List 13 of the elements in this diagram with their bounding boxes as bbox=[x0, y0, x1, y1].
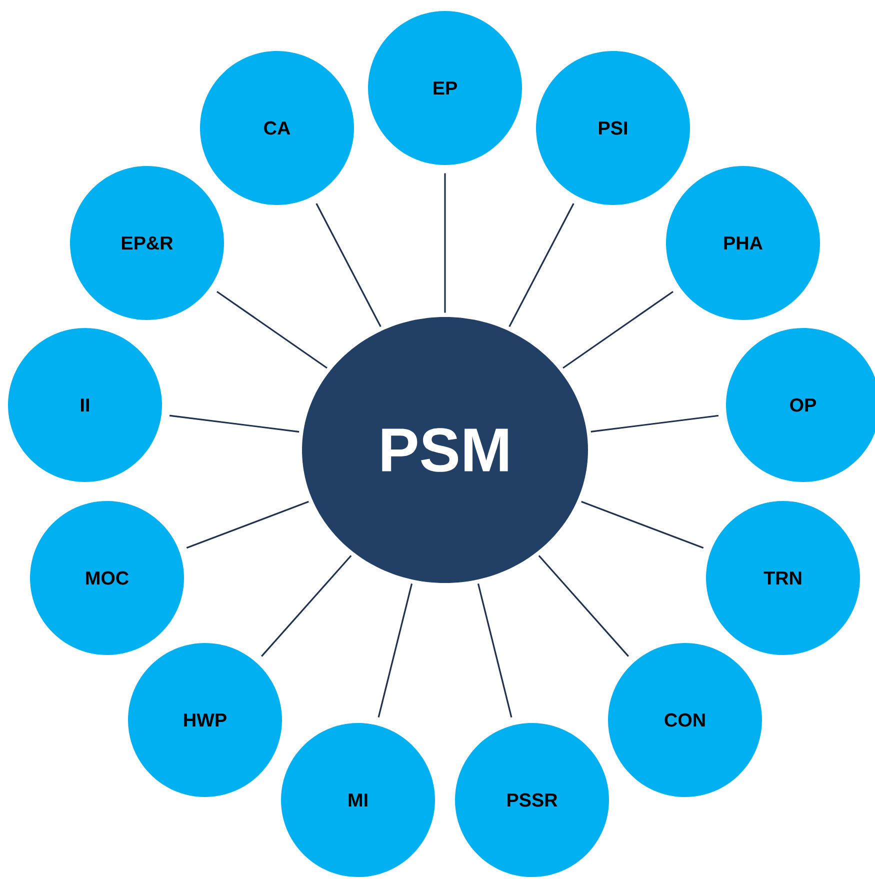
connector-line bbox=[186, 500, 309, 549]
connector-line bbox=[590, 414, 719, 432]
connector-line bbox=[378, 583, 413, 718]
connector-line bbox=[508, 203, 574, 327]
connector-line bbox=[581, 500, 704, 549]
connector-line bbox=[316, 203, 382, 327]
connector-line bbox=[538, 555, 629, 657]
connector-line bbox=[261, 555, 352, 657]
connector-line bbox=[444, 173, 446, 313]
connector-line bbox=[562, 290, 674, 369]
connector-line bbox=[477, 583, 512, 718]
connector-line bbox=[216, 290, 328, 369]
connector-line bbox=[169, 414, 300, 433]
